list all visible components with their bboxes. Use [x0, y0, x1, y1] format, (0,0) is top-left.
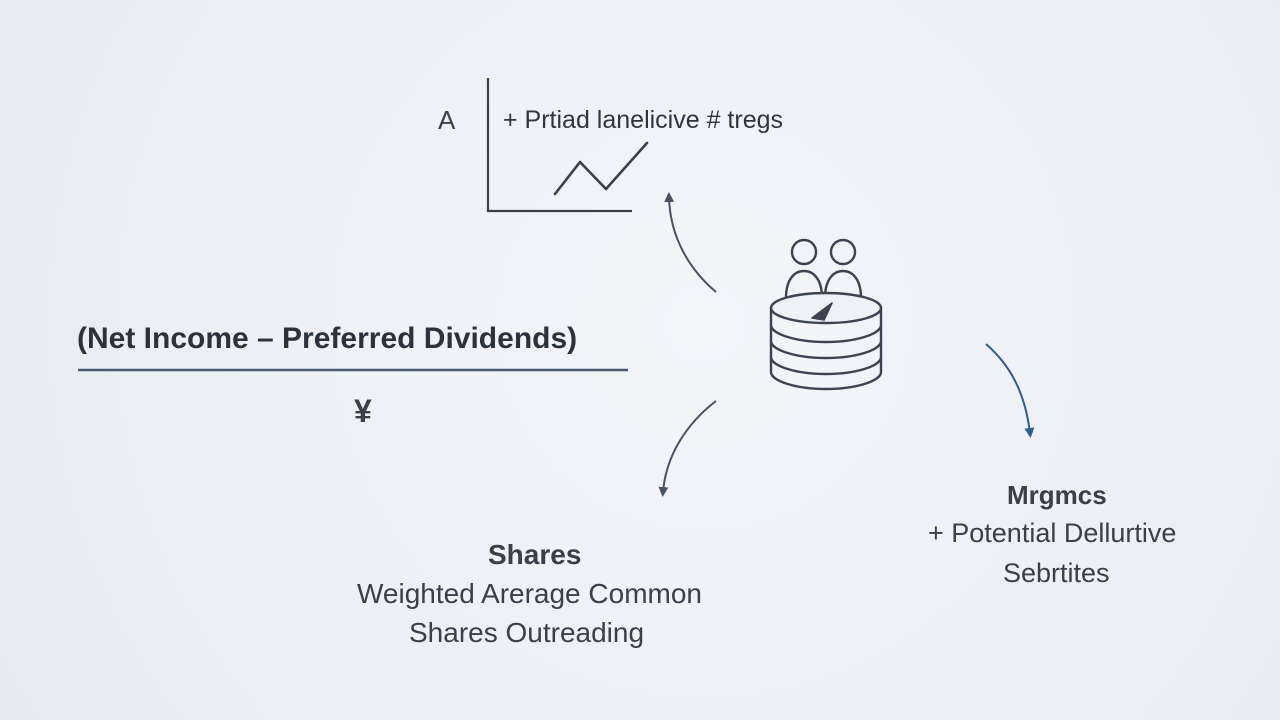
- shares-heading: Shares: [488, 539, 582, 570]
- arrow-to-dilutive: [985, 343, 1035, 438]
- formula-numerator: (Net Income – Preferred Dividends): [77, 322, 578, 355]
- chart-axis-letter: A: [438, 105, 456, 135]
- shares-line-1: Weighted Arerage Common: [357, 578, 702, 609]
- chart-caption: + Prtiad lanelicive # tregs: [503, 106, 784, 134]
- dilutive-line-2: Sebrtites: [1003, 558, 1110, 588]
- dilutive-line-1: + Potential Dellurtive: [928, 518, 1177, 548]
- chart-axes: [486, 78, 632, 213]
- people-with-coin-stack-icon: [769, 238, 883, 391]
- formula-divide-symbol: ¥: [354, 393, 372, 429]
- line-chart-icon: [486, 78, 649, 213]
- dilutive-heading: Mrgmcs: [1007, 480, 1107, 510]
- shares-line-2: Shares Outreading: [409, 617, 645, 648]
- arrow-to-shares: [658, 400, 717, 497]
- chart-trend-line: [553, 141, 649, 196]
- arrow-to-chart: [664, 192, 717, 293]
